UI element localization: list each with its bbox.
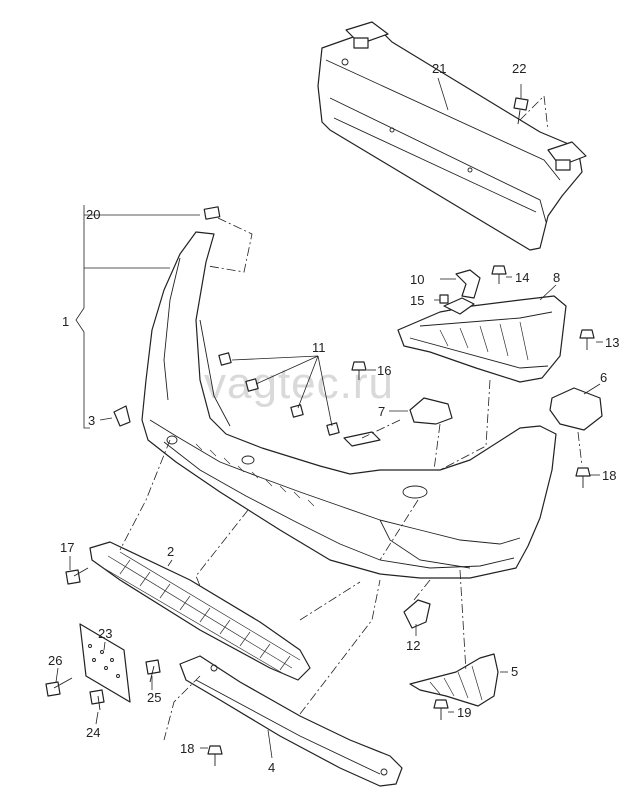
callout-25: 25 bbox=[147, 690, 161, 705]
callout-22: 22 bbox=[512, 61, 526, 76]
callout-18-right: 18 bbox=[602, 468, 616, 483]
callout-14: 14 bbox=[515, 270, 529, 285]
callout-11: 11 bbox=[312, 340, 326, 355]
plate-holes bbox=[88, 644, 120, 678]
callout-5: 5 bbox=[511, 664, 518, 679]
callout-15: 15 bbox=[410, 293, 424, 308]
impact-beam-part bbox=[317, 21, 587, 251]
callout-1: 1 bbox=[62, 314, 69, 329]
callout-10: 10 bbox=[410, 272, 424, 287]
callout-23: 23 bbox=[98, 626, 112, 641]
screw-parts bbox=[45, 97, 595, 766]
license-plate-bracket-part bbox=[79, 623, 131, 703]
callout-12: 12 bbox=[406, 638, 420, 653]
lower-grille-part bbox=[89, 541, 311, 681]
assembly-lines bbox=[119, 95, 583, 741]
callout-4: 4 bbox=[268, 760, 275, 775]
callout-26: 26 bbox=[48, 653, 62, 668]
callout-13: 13 bbox=[605, 335, 619, 350]
mounting-bracket-part bbox=[397, 295, 567, 383]
side-bracket-part bbox=[549, 387, 603, 431]
callout-2: 2 bbox=[167, 544, 174, 559]
callout-19: 19 bbox=[457, 705, 471, 720]
bumper-cover-part bbox=[141, 231, 557, 579]
callout-21: 21 bbox=[432, 61, 446, 76]
tow-cap-part bbox=[403, 599, 431, 629]
callout-7: 7 bbox=[378, 404, 385, 419]
callout-3: 3 bbox=[88, 413, 95, 428]
tow-eye-cover-part bbox=[409, 397, 453, 425]
callout-18-bottom: 18 bbox=[180, 741, 194, 756]
clip-parts bbox=[113, 206, 449, 436]
callout-24: 24 bbox=[86, 725, 100, 740]
callout-20: 20 bbox=[86, 207, 100, 222]
small-bracket-part bbox=[455, 269, 481, 299]
leader-lines bbox=[55, 77, 603, 759]
side-grille-part bbox=[409, 653, 499, 707]
callout-16: 16 bbox=[377, 363, 391, 378]
callout-8: 8 bbox=[553, 270, 560, 285]
callout-17: 17 bbox=[60, 540, 74, 555]
callout-6: 6 bbox=[600, 370, 607, 385]
callout-labels: 1 2 3 4 5 6 7 8 10 11 12 13 14 15 16 17 … bbox=[48, 61, 619, 775]
lower-reinforcement-part bbox=[179, 655, 403, 787]
